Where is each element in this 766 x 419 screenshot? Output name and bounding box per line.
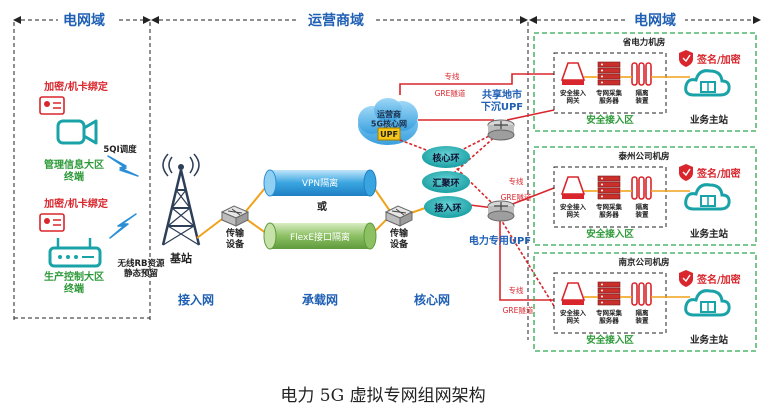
security-zone-label: 安全接入区: [586, 114, 634, 126]
business-station-label: 业务主站: [690, 114, 729, 126]
shield-icon: [679, 270, 693, 287]
power-upf-label: 电力专用UPF: [469, 234, 531, 247]
link-label-gre-1: GRE隧道: [435, 88, 466, 98]
section-core: 核心网: [414, 292, 450, 307]
terminal2-tag: 加密/机卡绑定: [43, 197, 108, 210]
room-title: 省电力机房: [622, 37, 666, 48]
domain-right-label: 电网域: [634, 12, 676, 29]
isolation-device-icon: [631, 176, 652, 200]
sign-encrypt-label: 签名/加密: [696, 53, 741, 66]
gateway-icon: [560, 282, 586, 305]
terminal1-label: 管理信息大区终端: [44, 158, 104, 183]
ring-core-label: 核心环: [432, 152, 459, 164]
vpn-label: VPN隔离: [302, 177, 338, 189]
gateway-label: 安全接入网关: [560, 202, 587, 219]
isolation-label: 隔离装置: [635, 88, 650, 105]
power-upf-router-icon: [487, 200, 515, 222]
link-label-gre-3: GRE隧道: [503, 305, 534, 315]
sign-encrypt-label: 签名/加密: [696, 167, 741, 180]
flexe-label: FlexE接口隔离: [290, 231, 350, 243]
gateway-label: 安全接入网关: [560, 308, 587, 325]
server-icon: [597, 281, 621, 306]
domain-header: 电网域 运营商域 电网域: [13, 10, 761, 30]
flexe-pipe: FlexE接口隔离: [263, 222, 377, 250]
security-zone-label: 安全接入区: [586, 334, 634, 346]
server-icon: [597, 175, 621, 200]
camera-icon: [56, 119, 98, 145]
diagram-caption: 电力 5G 虚拟专网组网架构: [280, 386, 486, 406]
core-links: [399, 73, 555, 307]
cloud-station-icon: [684, 69, 731, 97]
shield-icon: [679, 164, 693, 181]
terminal-production: 加密/机卡绑定 生产控制大区终端: [39, 197, 108, 295]
room-title: 南京公司机房: [618, 257, 669, 268]
security-zone-border: [553, 52, 667, 114]
terminal-management: 加密/机卡绑定 管理信息大区终端: [39, 80, 108, 183]
transport-device-icon: [384, 205, 414, 227]
sign-encrypt-label: 签名/加密: [696, 273, 741, 286]
shared-upf-label: 共享地市下沉UPF: [481, 88, 523, 113]
transport-right-label: 传输设备: [389, 227, 409, 250]
qi-schedule-label: 5QI调度: [103, 144, 137, 155]
router-icon: [48, 238, 102, 268]
section-bearer: 承载网: [302, 292, 338, 307]
gateway-icon: [560, 176, 586, 199]
isolation-device-icon: [631, 62, 652, 86]
isolation-device-icon: [631, 282, 652, 306]
access-ring: 接入环: [424, 196, 472, 218]
link-label-private-3: 专线: [509, 285, 524, 295]
isolation-label: 隔离装置: [635, 308, 650, 325]
machine-rooms: 省电力机房安全接入网关专网采集服务器隔离装置安全接入区签名/加密业务主站泰州公司…: [533, 32, 757, 352]
link-label-private-2: 专线: [509, 176, 524, 186]
domain-middle-label: 运营商域: [308, 12, 364, 29]
business-station-label: 业务主站: [690, 228, 729, 240]
section-access: 接入网: [178, 292, 214, 307]
bearer-or-label: 或: [317, 200, 327, 213]
terminal2-label: 生产控制大区终端: [44, 270, 104, 295]
cloud-station-icon: [684, 289, 731, 317]
room-title: 泰州公司机房: [617, 151, 669, 162]
vpn-pipe: VPN隔离: [263, 169, 377, 197]
rb-reserve-label: 无线RB资源静态预留: [116, 258, 165, 279]
link-label-gre-2: GRE隧道: [501, 192, 532, 202]
server-icon: [597, 61, 621, 86]
wireless-link-icon: [107, 155, 139, 239]
id-card-icon: [39, 96, 65, 115]
transport-left-label: 传输设备: [225, 227, 245, 250]
id-card-icon: [39, 213, 65, 232]
cloud-station-icon: [684, 183, 731, 211]
link-label-private-1: 专线: [445, 71, 460, 81]
core-ring: 核心环: [422, 146, 470, 168]
gateway-label: 安全接入网关: [560, 88, 587, 105]
business-station-label: 业务主站: [690, 334, 729, 346]
server-label: 专网采集服务器: [596, 308, 623, 325]
ring-aggregation-label: 汇聚环: [432, 177, 459, 189]
base-station-tower-icon: [161, 153, 201, 246]
shield-icon: [679, 50, 693, 67]
ring-access-label: 接入环: [434, 202, 461, 214]
aggregation-ring: 汇聚环: [422, 171, 470, 193]
terminal1-tag: 加密/机卡绑定: [43, 80, 108, 93]
base-station-label: 基站: [169, 251, 192, 265]
server-label: 专网采集服务器: [596, 88, 623, 105]
security-zone-label: 安全接入区: [586, 228, 634, 240]
shared-upf-router-icon: [487, 119, 515, 141]
isolation-label: 隔离装置: [635, 202, 650, 219]
domain-left-label: 电网域: [63, 12, 105, 29]
upf-chip-label: UPF: [380, 130, 398, 139]
security-zone-border: [553, 272, 667, 334]
gateway-icon: [560, 62, 586, 85]
server-label: 专网采集服务器: [596, 202, 623, 219]
transport-device-icon: [220, 205, 250, 227]
security-zone-border: [553, 166, 667, 228]
